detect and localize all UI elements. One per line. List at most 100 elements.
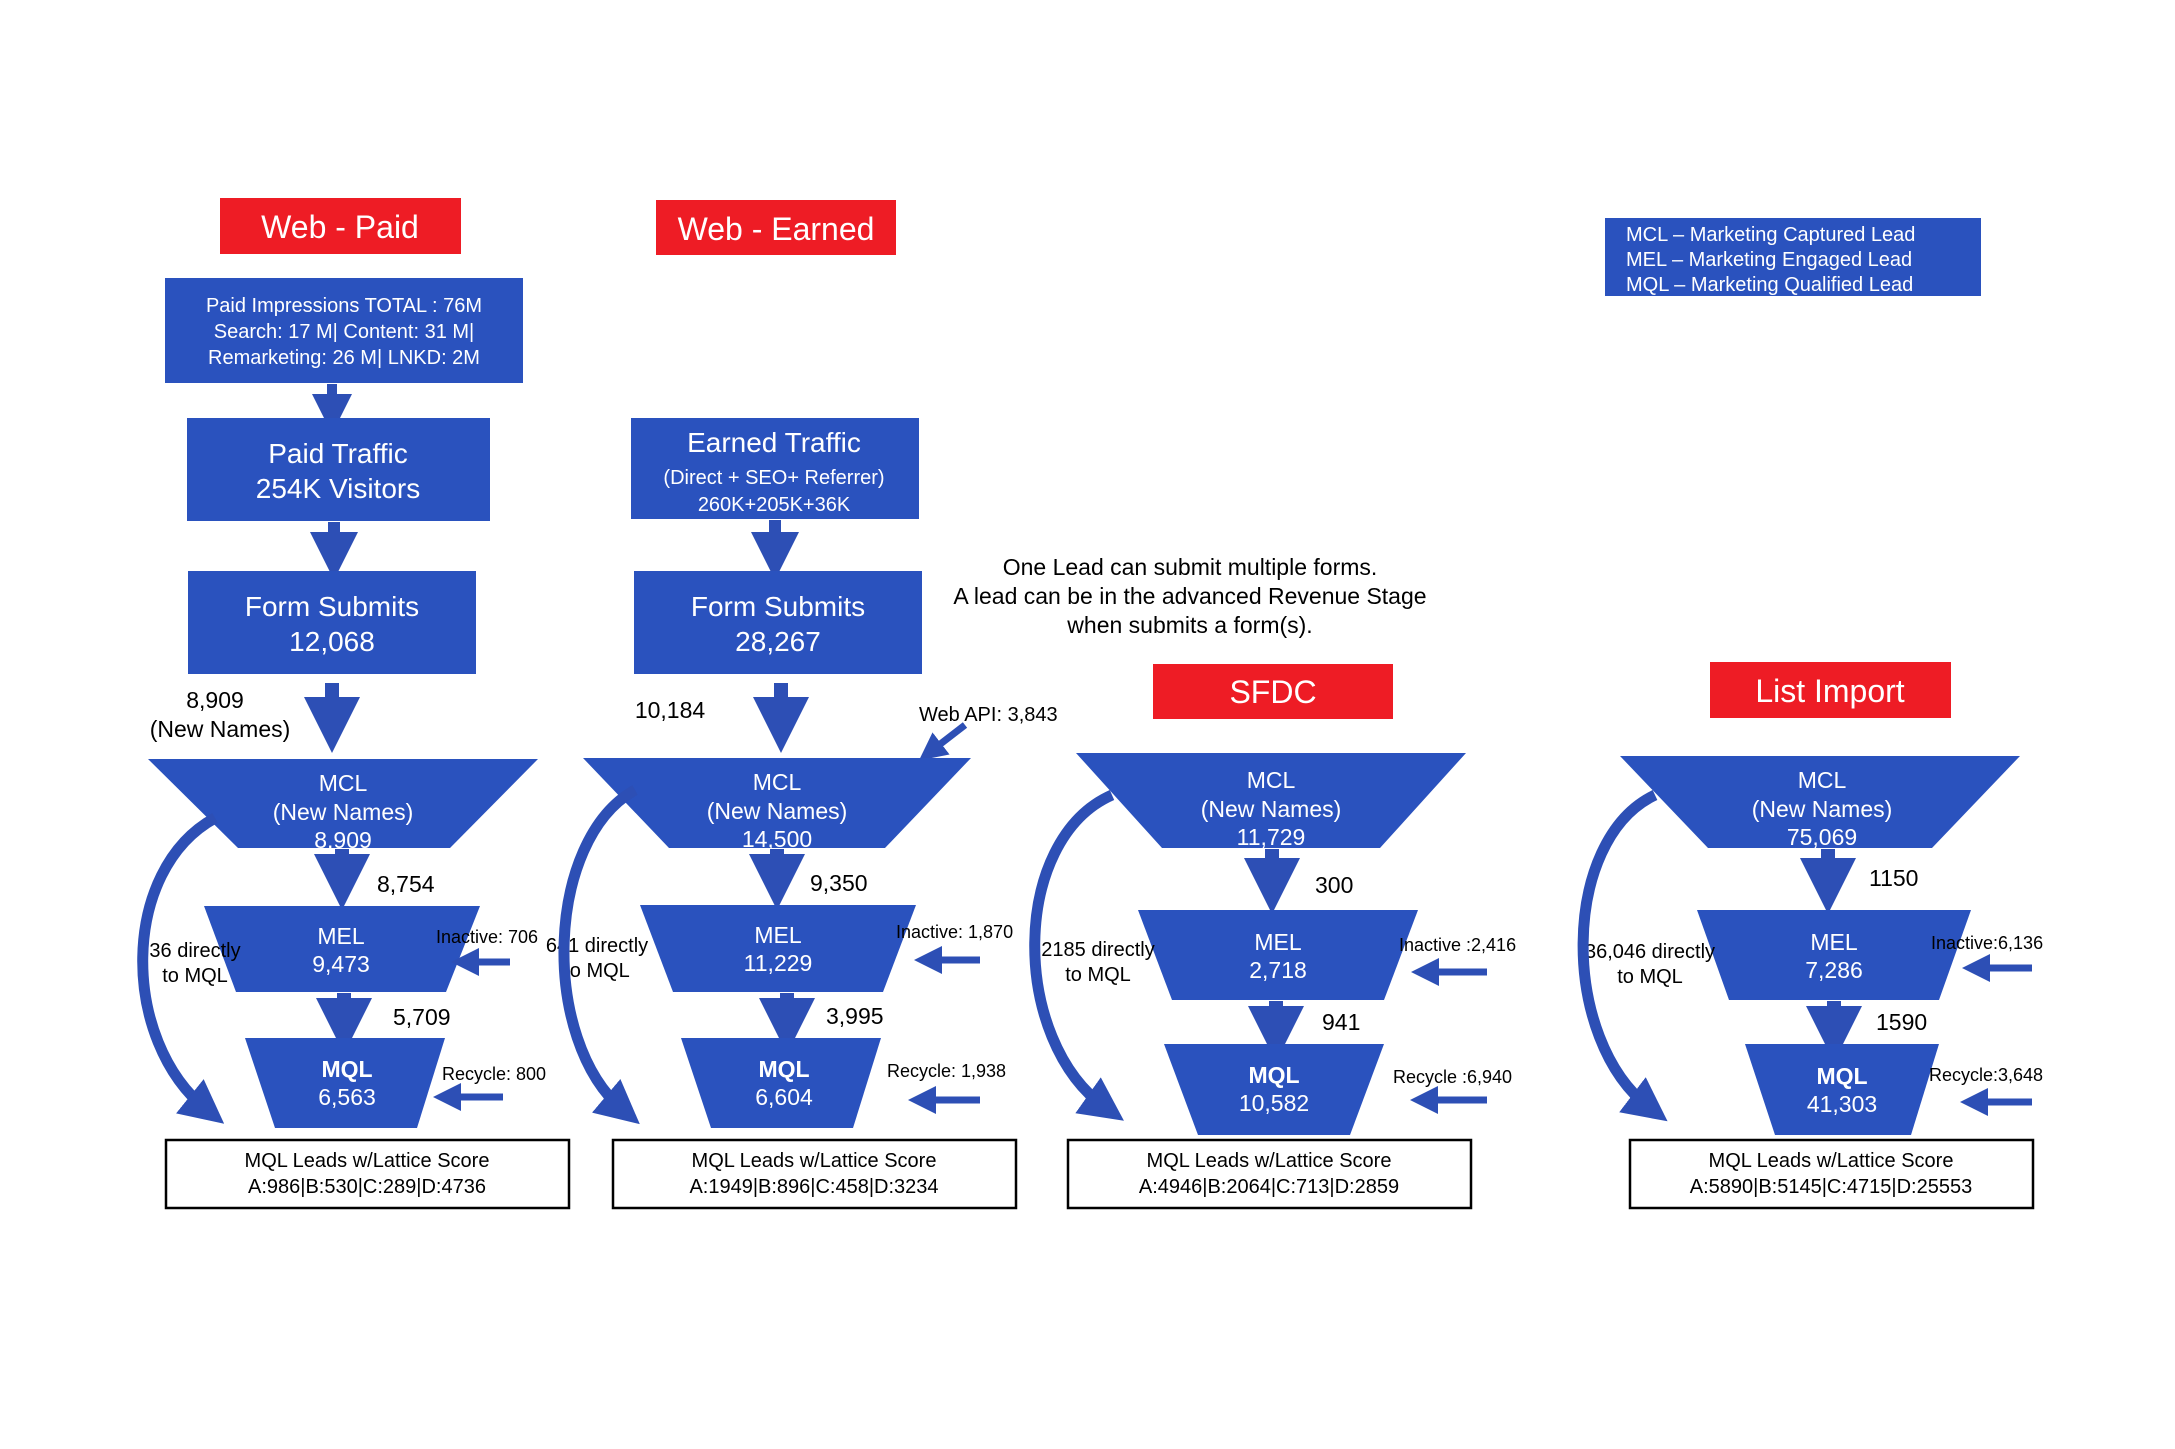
- paid-form-submits-title: Form Submits: [245, 591, 419, 622]
- paid-mcl-to-mel: 8,754: [377, 871, 435, 897]
- sfdc-direct-curve-arrow: [1029, 789, 1124, 1121]
- paid-mql-funnel: [245, 1038, 445, 1128]
- earned-lattice-title: MQL Leads w/Lattice Score: [692, 1150, 937, 1172]
- earned-lattice-scores: A:1949|B:896|C:458|D:3234: [689, 1176, 938, 1198]
- sfdc-mql-value: 10,582: [1239, 1090, 1309, 1116]
- paid-mql-value: 6,563: [318, 1084, 376, 1110]
- sfdc-recycle: Recycle :6,940: [1393, 1067, 1512, 1087]
- header-web-paid-label: Web - Paid: [261, 209, 419, 245]
- list-mcl-funnel: [1620, 756, 2020, 848]
- list-mel-value: 7,286: [1805, 957, 1863, 983]
- earned-direct-curve-arrow: [558, 785, 640, 1125]
- earned-mel-to-mql: 3,995: [826, 1003, 884, 1029]
- header-web-earned-label: Web - Earned: [678, 211, 875, 247]
- paid-mcl-value: 8,909: [314, 827, 372, 853]
- paid-mcl-label: MCL: [319, 770, 368, 796]
- sfdc-mel-to-mql: 941: [1322, 1009, 1360, 1035]
- list-direct-curve-arrow: [1577, 790, 1668, 1122]
- sfdc-mel-value: 2,718: [1249, 957, 1307, 983]
- header-web-paid: [220, 198, 461, 254]
- sfdc-mcl-funnel: [1076, 753, 1466, 848]
- column-web-paid: Web - Paid Paid Impressions TOTAL : 76M …: [137, 198, 571, 1210]
- earned-web-api: Web API: 3,843: [919, 704, 1058, 726]
- earned-mcl-label: MCL: [753, 769, 802, 795]
- sfdc-mcl-label: MCL: [1247, 767, 1296, 793]
- sfdc-lattice-title: MQL Leads w/Lattice Score: [1147, 1150, 1392, 1172]
- list-mel-to-mql: 1590: [1876, 1009, 1927, 1035]
- earned-traffic-title: Earned Traffic: [687, 427, 861, 458]
- list-mcl-value: 75,069: [1787, 824, 1857, 850]
- earned-mql-funnel: [681, 1038, 881, 1128]
- list-inactive: Inactive:6,136: [1931, 933, 2043, 953]
- paid-impressions-box: [165, 278, 523, 383]
- list-lattice-scores: A:5890|B:5145|C:4715|D:25553: [1690, 1176, 1972, 1198]
- legend-box: MCL – Marketing Captured Lead MEL – Mark…: [1605, 218, 1981, 296]
- list-mql-funnel: [1745, 1044, 1939, 1135]
- web-api-arrow: [918, 722, 968, 761]
- sfdc-direct-line-1: 2185 directly: [1041, 939, 1154, 961]
- earned-traffic-values: 260K+205K+36K: [698, 494, 851, 516]
- earned-form-submits-value: 28,267: [735, 626, 821, 657]
- legend-mel: MEL – Marketing Engaged Lead: [1626, 249, 1912, 271]
- paid-lattice-title: MQL Leads w/Lattice Score: [245, 1150, 490, 1172]
- note-line-2: A lead can be in the advanced Revenue St…: [953, 583, 1426, 609]
- earned-mcl-to-mel: 9,350: [810, 870, 868, 896]
- earned-direct-line-1: 641 directly: [546, 935, 648, 957]
- list-mcl-label: MCL: [1798, 767, 1847, 793]
- sfdc-mel-label: MEL: [1254, 929, 1302, 955]
- list-mcl-sub: (New Names): [1752, 796, 1893, 822]
- legend-mql: MQL – Marketing Qualified Lead: [1626, 274, 1913, 296]
- earned-mql-label: MQL: [758, 1056, 809, 1082]
- list-mql-value: 41,303: [1807, 1091, 1877, 1117]
- paid-direct-curve-arrow: [137, 813, 225, 1124]
- earned-recycle: Recycle: 1,938: [887, 1061, 1006, 1081]
- earned-inactive: Inactive: 1,870: [896, 922, 1013, 942]
- list-mel-label: MEL: [1810, 929, 1858, 955]
- paid-traffic-title: Paid Traffic: [268, 438, 408, 469]
- list-recycle: Recycle:3,648: [1929, 1065, 2043, 1085]
- header-sfdc-label: SFDC: [1229, 674, 1316, 710]
- header-list-import-label: List Import: [1755, 673, 1904, 709]
- sfdc-mql-label: MQL: [1248, 1062, 1299, 1088]
- earned-form-submits-title: Form Submits: [691, 591, 865, 622]
- earned-mel-funnel: [640, 905, 916, 992]
- list-direct-line-1: 36,046 directly: [1585, 941, 1715, 963]
- paid-traffic-visitors: 254K Visitors: [256, 473, 420, 504]
- paid-mcl-funnel: [148, 759, 538, 848]
- earned-lattice-box: [611, 1138, 1018, 1210]
- paid-impressions-line-3: Remarketing: 26 M| LNKD: 2M: [208, 347, 480, 369]
- earned-mcl-sub: (New Names): [707, 798, 848, 824]
- list-mel-funnel: [1697, 910, 1971, 1000]
- sfdc-inactive: Inactive :2,416: [1399, 935, 1516, 955]
- earned-mel-value: 11,229: [744, 950, 813, 976]
- earned-mcl-value: 14,500: [742, 826, 812, 852]
- paid-recycle: Recycle: 800: [442, 1064, 546, 1084]
- column-sfdc: SFDC MCL (New Names) 11,729 300 MEL 2,71…: [1029, 664, 1516, 1210]
- note-line-1: One Lead can submit multiple forms.: [1003, 554, 1378, 580]
- paid-impressions-line-1: Paid Impressions TOTAL : 76M: [206, 295, 482, 317]
- paid-inactive: Inactive: 706: [436, 927, 538, 947]
- paid-mel-value: 9,473: [312, 951, 370, 977]
- paid-form-submits-box: [188, 571, 476, 674]
- earned-traffic-sources: (Direct + SEO+ Referrer): [663, 467, 884, 489]
- list-mql-label: MQL: [1816, 1063, 1867, 1089]
- earned-mql-value: 6,604: [755, 1084, 813, 1110]
- paid-new-names-label: (New Names): [150, 716, 291, 742]
- paid-lattice-scores: A:986|B:530|C:289|D:4736: [248, 1176, 486, 1198]
- paid-impressions-line-2: Search: 17 M| Content: 31 M|: [214, 321, 475, 343]
- sfdc-mql-funnel: [1164, 1044, 1384, 1135]
- paid-new-names-value: 8,909: [186, 687, 244, 713]
- list-lattice-title: MQL Leads w/Lattice Score: [1709, 1150, 1954, 1172]
- list-lattice-box: [1628, 1138, 2035, 1210]
- legend-mcl: MCL – Marketing Captured Lead: [1626, 224, 1915, 246]
- paid-mcl-sub: (New Names): [273, 799, 414, 825]
- paid-mel-to-mql: 5,709: [393, 1004, 451, 1030]
- earned-new-names: 10,184: [635, 697, 706, 723]
- paid-traffic-box: [187, 418, 490, 521]
- sfdc-lattice-scores: A:4946|B:2064|C:713|D:2859: [1139, 1176, 1399, 1198]
- paid-mel-label: MEL: [317, 923, 365, 949]
- paid-mel-funnel: [204, 906, 480, 992]
- earned-direct-line-2: to MQL: [564, 960, 630, 982]
- earned-form-submits-box: [634, 571, 922, 674]
